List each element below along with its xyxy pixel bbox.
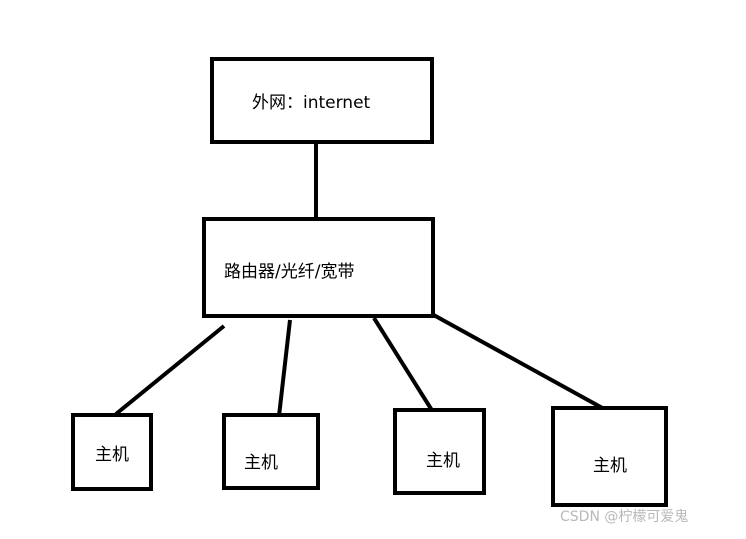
edge-router-host-4 <box>429 311 607 412</box>
internet-node: 外网：internet <box>210 57 434 144</box>
router-label: 路由器/光纤/宽带 <box>224 262 355 282</box>
edge-router-host-2 <box>277 319 292 417</box>
host-label: 主机 <box>426 451 460 471</box>
internet-label: 外网：internet <box>252 93 371 113</box>
router-node: 路由器/光纤/宽带 <box>202 217 435 318</box>
host-node-1: 主机 <box>71 413 153 491</box>
host-label: 主机 <box>95 445 129 465</box>
host-node-2: 主机 <box>222 413 320 490</box>
host-label: 主机 <box>593 456 627 476</box>
edge-router-host-1 <box>114 324 226 416</box>
watermark-text: CSDN @柠檬可爱鬼 <box>560 509 689 525</box>
host-label: 主机 <box>244 453 278 473</box>
host-node-3: 主机 <box>393 408 486 495</box>
host-node-4: 主机 <box>551 406 668 507</box>
edge-router-host-3 <box>372 316 435 414</box>
